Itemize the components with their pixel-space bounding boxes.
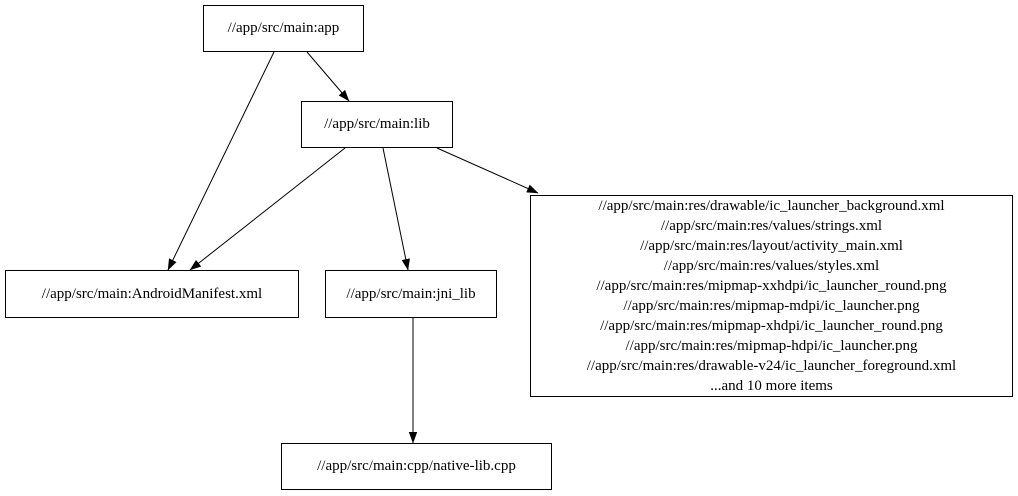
resource-item: //app/src/main:res/values/strings.xml <box>660 218 883 234</box>
edge-app-to-manifest <box>167 51 275 271</box>
graph-node-native-lib-cpp: //app/src/main:cpp/native-lib.cpp <box>281 443 552 490</box>
resource-item: //app/src/main:res/mipmap-xhdpi/ic_launc… <box>600 318 943 334</box>
graph-node-android-manifest-label: //app/src/main:AndroidManifest.xml <box>41 285 263 302</box>
graph-node-jni-lib: //app/src/main:jni_lib <box>325 270 497 318</box>
resource-item: //app/src/main:res/drawable-v24/ic_launc… <box>586 358 957 374</box>
graph-node-app: //app/src/main:app <box>203 5 364 52</box>
resource-item: //app/src/main:res/mipmap-xxhdpi/ic_laun… <box>596 278 947 294</box>
graph-node-android-manifest: //app/src/main:AndroidManifest.xml <box>5 270 299 318</box>
graph-node-native-lib-cpp-label: //app/src/main:cpp/native-lib.cpp <box>317 458 516 474</box>
graph-node-lib-label: //app/src/main:lib <box>324 116 430 132</box>
edge-lib-to-resources <box>436 147 539 194</box>
edge-lib-to-jni-lib <box>382 147 410 271</box>
resource-item: //app/src/main:res/values/styles.xml <box>663 258 880 274</box>
resource-item: //app/src/main:res/layout/activity_main.… <box>640 238 903 254</box>
graph-node-jni-lib-label: //app/src/main:jni_lib <box>346 285 476 302</box>
edge-lib-to-manifest <box>189 147 346 271</box>
resource-more-items-note: ...and 10 more items <box>710 378 833 394</box>
resource-item: //app/src/main:res/mipmap-mdpi/ic_launch… <box>623 298 920 314</box>
resource-item: //app/src/main:res/mipmap-hdpi/ic_launch… <box>625 338 918 354</box>
graph-node-app-label: //app/src/main:app <box>227 20 340 36</box>
edge-app-to-lib <box>306 51 350 102</box>
resource-item: //app/src/main:res/drawable/ic_launcher_… <box>598 198 945 214</box>
graph-node-lib: //app/src/main:lib <box>301 101 453 148</box>
graph-node-resources-group: //app/src/main:res/drawable/ic_launcher_… <box>530 195 1013 397</box>
